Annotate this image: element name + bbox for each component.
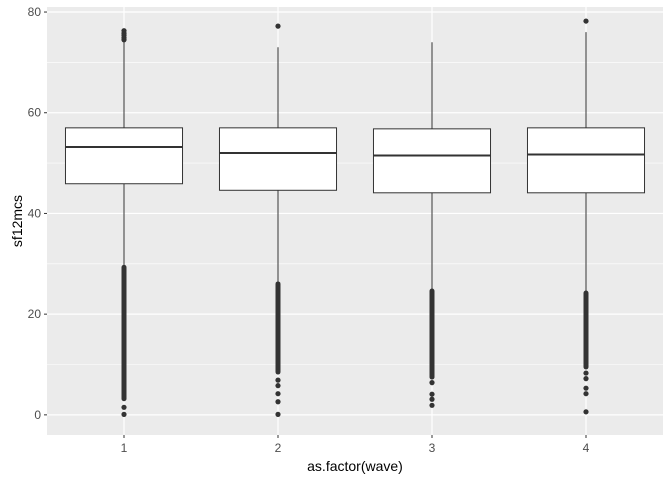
boxes <box>64 18 646 417</box>
x-tick-label: 4 <box>583 441 590 455</box>
outlier-point <box>275 391 281 397</box>
x-axis: 1 2 3 4 <box>121 435 590 455</box>
outlier-point <box>275 377 281 383</box>
outlier-point <box>429 396 435 402</box>
y-tick-label: 80 <box>28 5 42 19</box>
box <box>64 127 184 185</box>
x-tick-label: 1 <box>121 441 128 455</box>
y-axis-title: sf12mcs <box>9 195 25 247</box>
y-axis: 0 20 40 60 80 <box>28 5 47 422</box>
box-group-3 <box>372 42 492 408</box>
outlier-point <box>429 380 435 386</box>
outlier-point <box>583 385 589 391</box>
y-tick-label: 0 <box>34 408 41 422</box>
y-tick-label: 60 <box>28 106 42 120</box>
outlier-point <box>121 28 127 34</box>
outlier-point <box>275 383 281 389</box>
y-tick-label: 20 <box>28 307 42 321</box>
outlier-point <box>275 411 281 417</box>
y-tick-label: 40 <box>28 206 42 220</box>
x-tick-label: 3 <box>429 441 436 455</box>
outlier-point <box>583 376 589 382</box>
plot-panel <box>47 7 663 435</box>
outlier-point <box>583 18 589 24</box>
outlier-point <box>429 391 435 397</box>
box-group-1 <box>64 28 184 417</box>
x-axis-title: as.factor(wave) <box>307 458 403 474</box>
box <box>372 128 492 194</box>
outlier-point <box>429 402 435 408</box>
box <box>526 127 646 194</box>
outlier-point <box>275 23 281 29</box>
box <box>218 127 338 191</box>
box-group-2 <box>218 23 338 417</box>
outlier-point <box>583 391 589 397</box>
x-tick-label: 2 <box>275 441 282 455</box>
outlier-point <box>275 399 281 405</box>
outlier-point <box>583 370 589 376</box>
outlier-point <box>121 404 127 410</box>
outlier-point <box>583 409 589 415</box>
box-group-4 <box>526 18 646 415</box>
outlier-point <box>121 411 127 417</box>
